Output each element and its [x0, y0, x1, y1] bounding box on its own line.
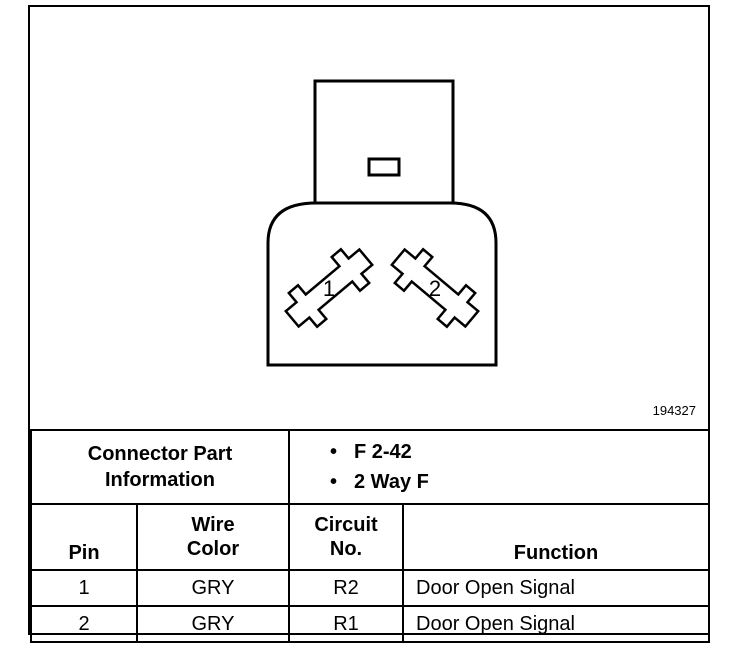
table-row: 2 GRY R1 Door Open Signal	[30, 605, 710, 643]
connector-frame: 1 2 194327 Connector Part Information •F…	[28, 5, 710, 643]
connector-info-label-line2: Information	[105, 469, 215, 491]
cell-wire-color: GRY	[136, 569, 290, 607]
connector-latch-housing	[313, 79, 455, 205]
cell-function: Door Open Signal	[402, 605, 710, 643]
cell-wire-color: GRY	[136, 605, 290, 643]
pin-label-1: 1	[323, 276, 335, 301]
connector-body	[266, 201, 498, 367]
connector-info-values: •F 2-42 •2 Way F	[288, 429, 710, 505]
connector-diagram: 1 2 194327	[30, 7, 708, 429]
header-wire-color: Wire Color	[136, 503, 290, 571]
cell-function: Door Open Signal	[402, 569, 710, 607]
connector-info-label-line1: Connector Part	[87, 443, 233, 465]
pin-label-2: 2	[429, 276, 441, 301]
header-circuit-no: Circuit No.	[288, 503, 404, 571]
header-function: Function	[402, 503, 710, 571]
terminal-cavity-2	[390, 247, 480, 329]
connector-info-label: Connector Part Information	[30, 429, 290, 505]
cell-circuit: R2	[288, 569, 404, 607]
connector-lock-tab	[367, 157, 401, 177]
figure-id: 194327	[652, 403, 696, 418]
terminal-cavity-1	[284, 247, 374, 329]
table-header-row: Pin Wire Color Circuit No. Function	[30, 503, 710, 571]
cell-pin: 2	[30, 605, 138, 643]
cell-circuit: R1	[288, 605, 404, 643]
connector-info-row: Connector Part Information •F 2-42 •2 Wa…	[30, 429, 710, 505]
connector-face-drawing: 1 2	[266, 79, 498, 367]
cell-pin: 1	[30, 569, 138, 607]
table-row: 1 GRY R2 Door Open Signal	[30, 569, 710, 607]
connector-info-value: •F 2-42	[330, 441, 412, 463]
header-pin: Pin	[30, 503, 138, 571]
connector-table: Connector Part Information •F 2-42 •2 Wa…	[30, 429, 710, 643]
connector-info-value: •2 Way F	[330, 471, 429, 493]
